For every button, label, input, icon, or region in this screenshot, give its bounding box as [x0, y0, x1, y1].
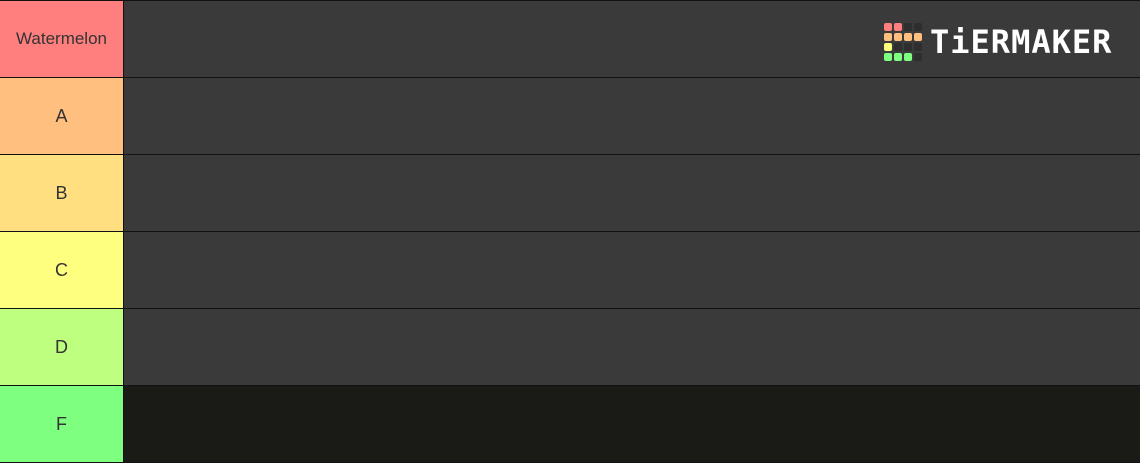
tier-row-f: F — [0, 386, 1140, 463]
tiermaker-logo-icon — [884, 23, 922, 61]
tier-label-b[interactable]: B — [0, 155, 124, 231]
tier-label-c[interactable]: C — [0, 232, 124, 308]
tier-drop-zone-a[interactable] — [124, 78, 1140, 154]
tier-drop-zone-d[interactable] — [124, 309, 1140, 385]
tier-drop-zone-watermelon[interactable] — [124, 1, 1140, 77]
tier-row-b: B — [0, 155, 1140, 232]
tiermaker-logo: TiERMAKER — [884, 21, 1112, 63]
tier-label-f[interactable]: F — [0, 386, 124, 462]
tier-row-d: D — [0, 309, 1140, 386]
tier-drop-zone-b[interactable] — [124, 155, 1140, 231]
tier-label-d[interactable]: D — [0, 309, 124, 385]
tier-drop-zone-c[interactable] — [124, 232, 1140, 308]
tier-row-a: A — [0, 78, 1140, 155]
tier-row-c: C — [0, 232, 1140, 309]
tier-label-a[interactable]: A — [0, 78, 124, 154]
tier-label-watermelon[interactable]: Watermelon — [0, 1, 124, 77]
tier-row-watermelon: Watermelon — [0, 1, 1140, 78]
tiermaker-logo-text: TiERMAKER — [930, 23, 1113, 61]
tier-drop-zone-f[interactable] — [124, 386, 1140, 462]
